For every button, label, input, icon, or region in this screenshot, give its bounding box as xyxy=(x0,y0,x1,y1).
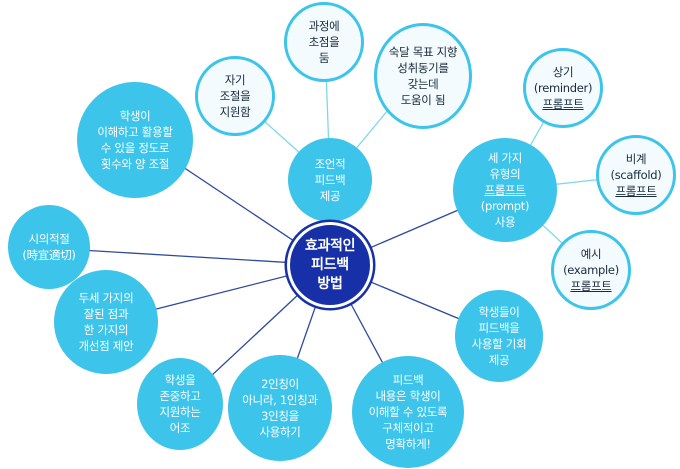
node-text: (reminder) xyxy=(533,81,593,95)
node-text: 상기 xyxy=(552,65,574,79)
node-text: 개선점 제안 xyxy=(78,339,134,353)
node-reminder-prompt: 상기 (reminder) 프롬프트 xyxy=(523,48,603,128)
node-text: 숙달 목표 지향 xyxy=(388,45,458,59)
node-text: 피드백 xyxy=(311,256,349,273)
node-center-effective-feedback: 효과적인 피드백 방법 xyxy=(287,222,373,308)
node-text: 제공 xyxy=(488,353,510,367)
node-text: 효과적인 xyxy=(304,237,356,254)
node-text: 비계 xyxy=(625,152,647,166)
node-text: 피드백 xyxy=(314,173,346,187)
node-text: (prompt) xyxy=(480,199,530,213)
node-scaffold-prompt: 비계 (scaffold) 프롬프트 xyxy=(596,135,676,215)
node-text: 잘된 점과 xyxy=(83,307,129,321)
node-process: 과정에 초점을 둠 xyxy=(284,2,364,82)
node-text: 어조 xyxy=(169,421,191,435)
node-text: 내용은 학생이 xyxy=(375,389,441,403)
node-text: 제공 xyxy=(319,189,341,203)
node-text: 한 가지의 xyxy=(83,323,129,337)
node-text: 프롬프트 xyxy=(484,183,526,197)
node-text: 피드백 xyxy=(392,373,424,387)
node-text: 예시 xyxy=(580,247,602,261)
node-text: 아니라, 1인칭과 xyxy=(242,393,318,407)
node-text: (時宜適切) xyxy=(22,248,76,262)
node-respectful-tone: 학생을 존중하고 지원하는 어조 xyxy=(137,358,223,450)
node-text: (example) xyxy=(563,263,619,277)
node-three-prompts: 세 가지 유형의 프롬프트 (prompt) 사용 xyxy=(453,138,557,242)
node-self-regulation: 자기 조절을 지원함 xyxy=(195,56,275,136)
node-use-opportunity: 학생들이 피드백을 사용할 기회 제공 xyxy=(455,290,543,382)
node-text: 학생을 xyxy=(164,373,196,387)
node-text: 도움이 됨 xyxy=(400,93,446,107)
node-text: 사용 xyxy=(494,215,516,229)
node-text: 2인칭이 xyxy=(261,377,299,391)
node-text: 세 가지 xyxy=(487,151,523,165)
node-text: 갖는데 xyxy=(407,77,439,91)
node-text: 성취동기를 xyxy=(397,61,449,75)
node-text: 프롬프트 xyxy=(542,97,584,111)
node-text: 지원함 xyxy=(219,105,251,119)
node-text: 사용할 기회 xyxy=(471,337,527,351)
node-text: 조절을 xyxy=(219,89,251,103)
node-text: 방법 xyxy=(317,275,343,292)
node-text: 학생이 xyxy=(119,109,151,123)
node-specific-clear: 피드백 내용은 학생이 이해할 수 있도록 구체적이고 명확하게! xyxy=(352,356,464,468)
node-example-prompt: 예시 (example) 프롬프트 xyxy=(551,230,631,310)
node-text: 조언적 xyxy=(314,157,346,171)
node-text: 자기 xyxy=(224,73,246,87)
node-person-usage: 2인칭이 아니라, 1인칭과 3인칭을 사용하기 xyxy=(228,355,332,461)
node-text: 유형의 xyxy=(489,167,521,181)
node-text: 이해할 수 있도록 xyxy=(368,405,448,419)
node-text: 프롬프트 xyxy=(570,279,612,293)
node-strengths-improvement: 두세 가지의 잘된 점과 한 가지의 개선점 제안 xyxy=(54,270,158,374)
node-text: (scaffold) xyxy=(610,168,662,182)
node-advice-feedback: 조언적 피드백 제공 xyxy=(288,138,372,222)
node-text: 명확하게! xyxy=(385,437,431,451)
node-text: 둠 xyxy=(318,51,330,65)
node-text: 지원하는 xyxy=(159,405,201,419)
node-text: 이해하고 활용할 xyxy=(97,125,173,139)
node-text: 존중하고 xyxy=(159,389,201,403)
node-text: 피드백을 xyxy=(478,321,520,335)
node-text: 3인칭을 xyxy=(261,409,299,423)
node-text: 초점을 xyxy=(308,35,340,49)
link-timely xyxy=(46,247,331,266)
node-text: 프롬프트 xyxy=(615,184,657,198)
node-text: 학생들이 xyxy=(478,305,520,319)
node-text: 수 있을 정도로 xyxy=(100,141,170,155)
node-timely: 시의적절 (時宜適切) xyxy=(8,205,90,289)
node-text: 횟수와 양 조절 xyxy=(100,157,170,171)
node-text: 두세 가지의 xyxy=(78,291,134,305)
node-mastery-goal: 숙달 목표 지향 성취동기를 갖는데 도움이 됨 xyxy=(374,23,472,129)
node-text: 사용하기 xyxy=(259,425,301,439)
node-text: 과정에 xyxy=(308,19,340,33)
node-text: 구체적이고 xyxy=(382,421,434,435)
node-text: 시의적절 xyxy=(28,232,70,246)
node-amount-control: 학생이 이해하고 활용할 수 있을 정도로 횟수와 양 조절 xyxy=(77,82,193,198)
